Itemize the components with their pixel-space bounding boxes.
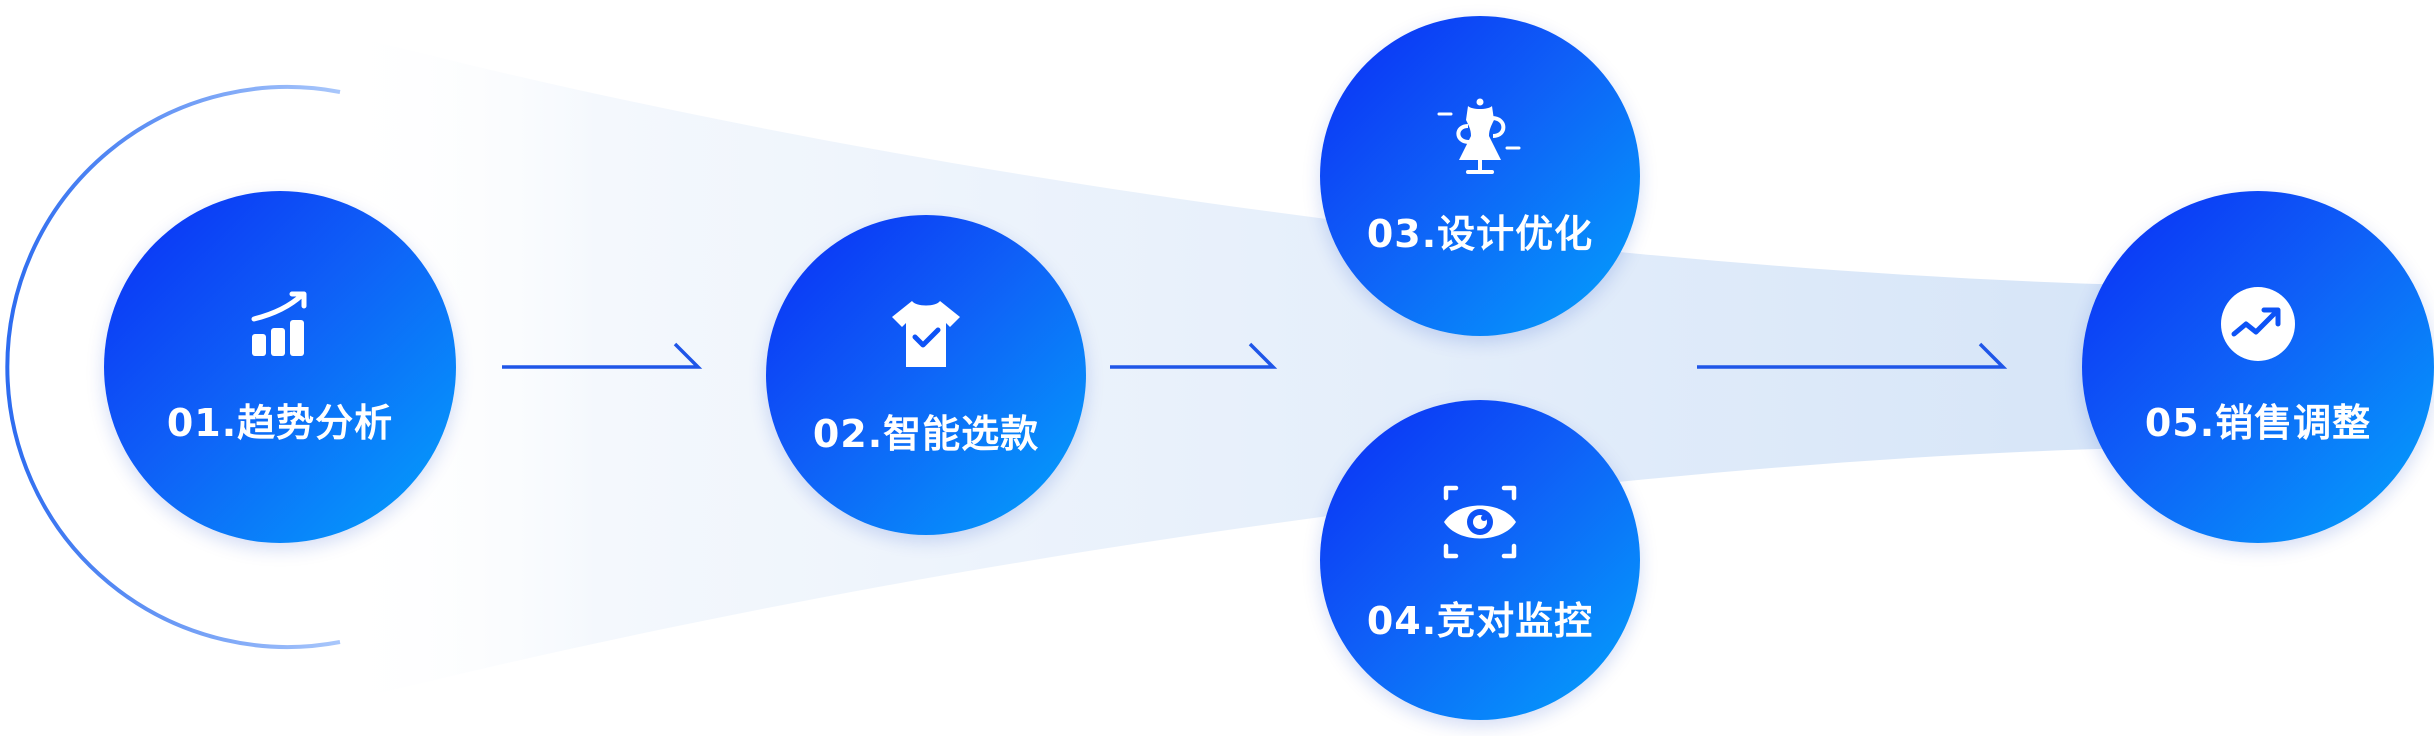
step-label-1: 01.趋势分析 [166, 401, 394, 445]
step-node-3: 03.设计优化 [1320, 16, 1640, 336]
step-label-3: 03.设计优化 [1366, 212, 1594, 256]
arrow-1 [502, 342, 703, 369]
step-node-2: 02.智能选款 [766, 215, 1086, 535]
step-node-1: 01.趋势分析 [104, 191, 456, 543]
step-node-4: 04.竞对监控 [1320, 400, 1640, 720]
arrow-2 [1110, 342, 1278, 369]
step-node-5: 05.销售调整 [2082, 191, 2434, 543]
t-shirt-check-icon [892, 301, 960, 367]
step-label-5: 05.销售调整 [2144, 401, 2372, 445]
arrow-3 [1697, 342, 2008, 369]
trend-up-circle-icon [2221, 287, 2295, 361]
step-label-4: 04.竞对监控 [1366, 599, 1594, 643]
dress-mannequin-icon [1437, 98, 1521, 174]
eye-scan-icon [1443, 485, 1517, 559]
outer-ring-arc [5, 85, 341, 649]
rising-bar-chart-icon [251, 291, 307, 356]
step-label-2: 02.智能选款 [812, 412, 1040, 456]
